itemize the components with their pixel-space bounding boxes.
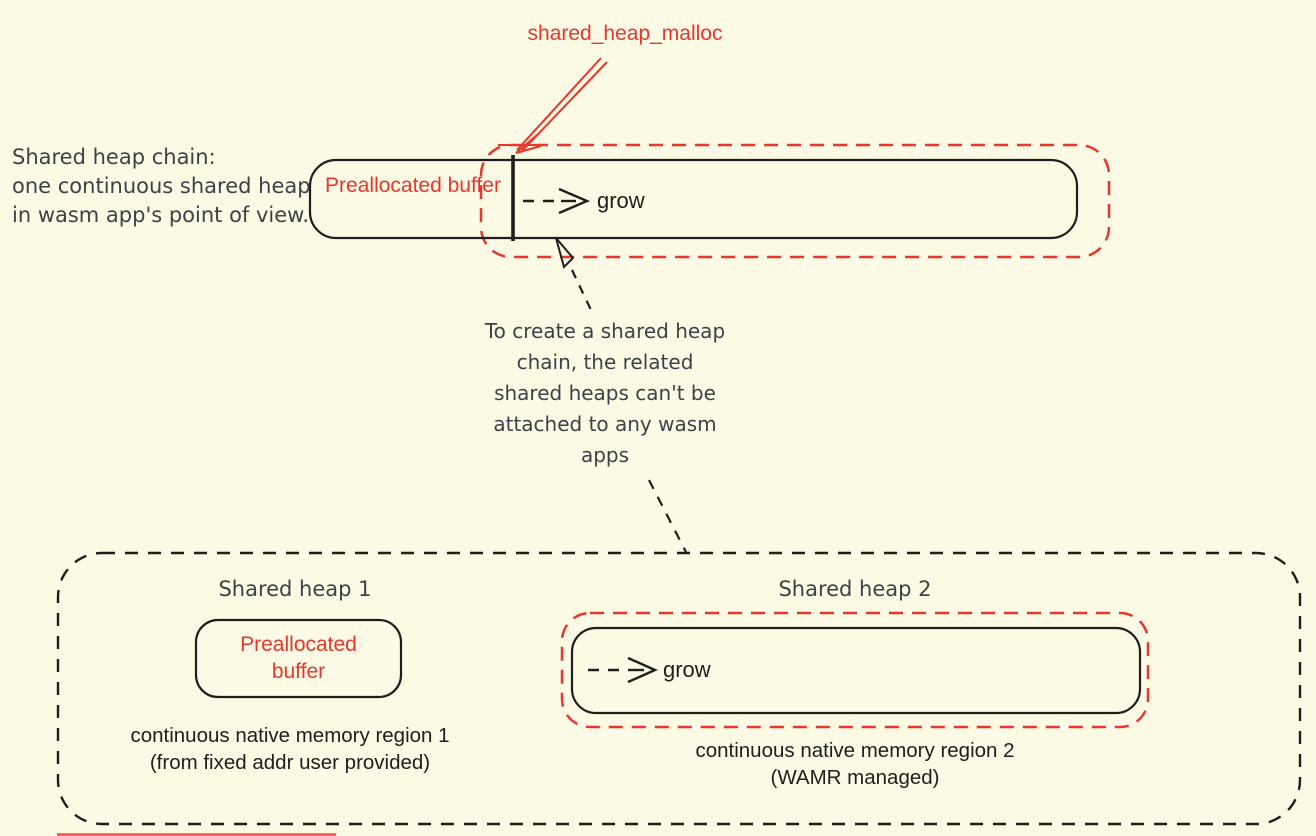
shared-heap-chain-dashed-outline: [479, 143, 1111, 259]
heap2-dashed-outline: [560, 611, 1150, 729]
heap2-box-outline: [570, 626, 1142, 715]
heap1-caption: continuous native memory region 1 (from …: [130, 724, 450, 774]
prealloc-label: Preallocated buffer: [325, 174, 501, 197]
heap2-grow-label: grow: [663, 657, 711, 682]
heap2-caption: continuous native memory region 2 (WAMR …: [695, 739, 1015, 789]
heap1-box-outline: [194, 618, 403, 699]
bottom-container-dashed-outline: [56, 551, 1302, 826]
main-bar-outline: [308, 158, 1079, 240]
malloc-label: shared_heap_malloc: [527, 22, 723, 45]
heap1-title: Shared heap 1: [218, 577, 372, 601]
connector-dashed-line-1: [571, 269, 592, 311]
grow-arrow-icon: [523, 187, 591, 215]
grow-label: grow: [597, 188, 645, 213]
heap2-grow-arrow-icon: [588, 656, 658, 684]
heap1-box-label: Preallocated buffer: [240, 633, 357, 683]
heap2-title: Shared heap 2: [778, 577, 932, 601]
cursor-arrow-icon: [555, 237, 575, 269]
connector-dashed-line-2: [648, 479, 687, 553]
chain-note: Shared heap chain: one continuous shared…: [12, 145, 311, 227]
malloc-arrow-icon: [498, 57, 608, 154]
create-note: To create a shared heap chain, the relat…: [484, 319, 726, 467]
